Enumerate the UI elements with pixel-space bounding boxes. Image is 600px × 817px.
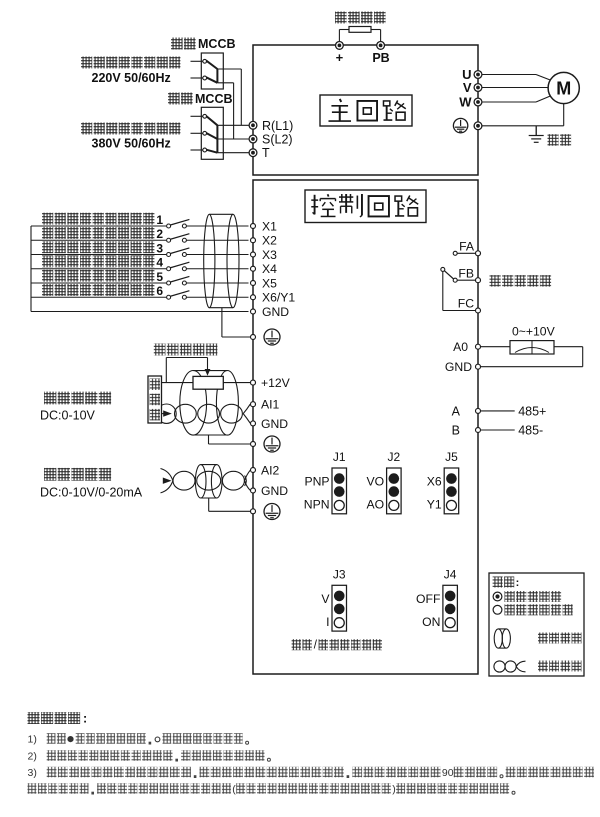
svg-text:J4: J4 xyxy=(444,568,457,582)
svg-text:FC: FC xyxy=(458,297,474,311)
svg-text:3: 3 xyxy=(156,241,163,255)
svg-text:DC:0-10V: DC:0-10V xyxy=(40,409,96,423)
svg-text:X4: X4 xyxy=(262,262,277,276)
svg-text:GND: GND xyxy=(261,484,288,498)
svg-text:485-: 485- xyxy=(518,423,543,437)
svg-text:MCCB: MCCB xyxy=(195,92,233,106)
svg-text:MCCB: MCCB xyxy=(198,37,236,51)
svg-text:T: T xyxy=(262,146,270,160)
svg-text:I: I xyxy=(326,615,329,629)
svg-text:A: A xyxy=(452,404,461,418)
svg-text:W: W xyxy=(459,95,472,110)
svg-text:X3: X3 xyxy=(262,248,277,262)
svg-text:S(L2): S(L2) xyxy=(262,133,293,147)
svg-text:FB: FB xyxy=(458,267,474,281)
svg-text:3): 3) xyxy=(28,767,37,779)
svg-text:AI1: AI1 xyxy=(261,398,280,412)
svg-text:ON: ON xyxy=(422,615,440,629)
svg-text:Y1: Y1 xyxy=(427,498,442,512)
svg-text:B: B xyxy=(452,423,460,437)
svg-text:): ) xyxy=(392,783,396,795)
svg-text:J1: J1 xyxy=(333,450,346,464)
svg-text:V: V xyxy=(463,80,472,95)
svg-text:/: / xyxy=(314,640,318,652)
svg-text:M: M xyxy=(556,79,571,99)
svg-text:X1: X1 xyxy=(262,219,277,233)
svg-text:X6: X6 xyxy=(427,475,442,489)
svg-text:1): 1) xyxy=(28,733,37,745)
svg-text:GND: GND xyxy=(261,417,288,431)
svg-text:VO: VO xyxy=(366,475,384,489)
svg-text:FA: FA xyxy=(459,240,475,254)
svg-text:1: 1 xyxy=(156,213,163,227)
svg-text:AI2: AI2 xyxy=(261,463,280,477)
svg-text:+: + xyxy=(336,50,344,65)
svg-text:485+: 485+ xyxy=(518,404,546,418)
svg-text:A0: A0 xyxy=(453,340,468,354)
svg-text:5: 5 xyxy=(156,270,163,284)
svg-text:(: ( xyxy=(232,783,236,795)
svg-text:J2: J2 xyxy=(388,450,401,464)
svg-text:R(L1): R(L1) xyxy=(262,119,293,133)
svg-text:4: 4 xyxy=(156,256,163,270)
svg-text:GND: GND xyxy=(262,305,289,319)
svg-text:380V 50/60Hz: 380V 50/60Hz xyxy=(92,137,171,151)
svg-text:X5: X5 xyxy=(262,276,277,290)
svg-text::: : xyxy=(516,577,520,589)
svg-text:X6/Y1: X6/Y1 xyxy=(262,291,295,305)
svg-text:90: 90 xyxy=(442,767,454,779)
svg-text:J3: J3 xyxy=(333,568,346,582)
svg-text::: : xyxy=(83,712,87,726)
svg-text:0~+10V: 0~+10V xyxy=(512,324,556,338)
svg-text:V: V xyxy=(321,592,330,606)
svg-text:OFF: OFF xyxy=(416,592,440,606)
svg-text:PB: PB xyxy=(372,51,389,65)
svg-text:2): 2) xyxy=(28,750,37,762)
svg-text:DC:0-10V/0-20mA: DC:0-10V/0-20mA xyxy=(40,486,143,500)
svg-text:6: 6 xyxy=(156,284,163,298)
svg-text:X2: X2 xyxy=(262,234,277,248)
svg-text:PNP: PNP xyxy=(304,475,329,489)
svg-text:+12V: +12V xyxy=(261,376,291,390)
svg-text:GND: GND xyxy=(445,360,472,374)
svg-text:U: U xyxy=(462,67,471,82)
svg-text:2: 2 xyxy=(156,227,163,241)
svg-text:AO: AO xyxy=(366,498,384,512)
svg-text:NPN: NPN xyxy=(304,498,330,512)
svg-text:220V 50/60Hz: 220V 50/60Hz xyxy=(92,71,171,85)
svg-text:J5: J5 xyxy=(445,450,458,464)
